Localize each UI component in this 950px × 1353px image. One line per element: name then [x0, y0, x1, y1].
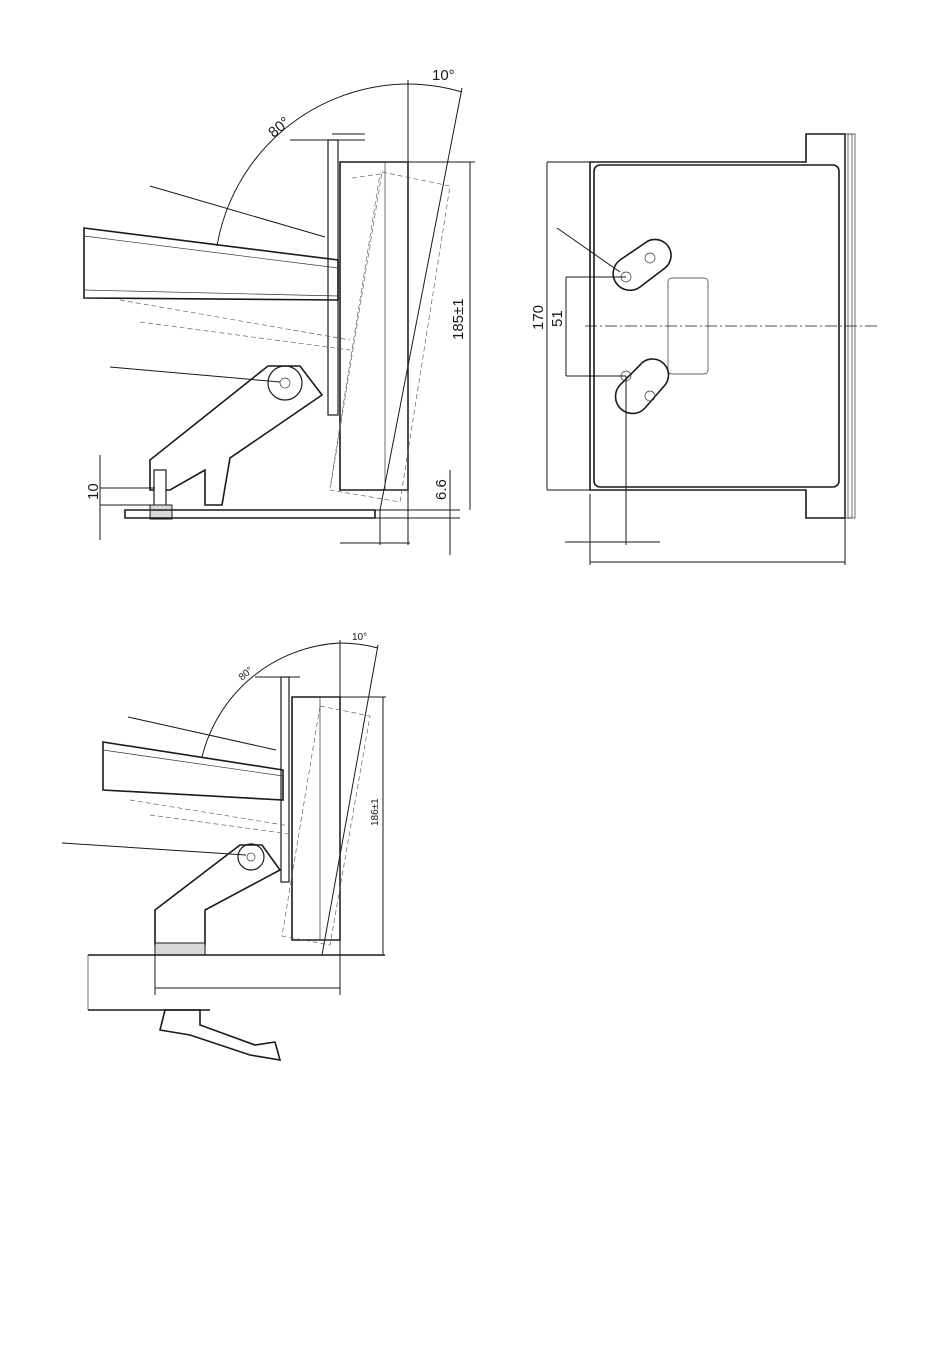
swing-arc — [217, 84, 408, 246]
clamp-lever — [160, 1010, 280, 1060]
clamp-dim-height: 186±1 — [370, 798, 381, 826]
side-view-base: 10° 80° 185±1 6.6 10 — [84, 67, 475, 555]
dim-hole-spacing: 51 — [549, 310, 566, 327]
clamp-swing-arc — [202, 643, 340, 757]
pivot-knob — [268, 366, 302, 400]
dim-height: 185±1 — [450, 298, 467, 340]
mounting-plate — [328, 140, 338, 415]
dim-base-offset: 6.6 — [433, 479, 450, 500]
dim-front-height: 170 — [530, 305, 547, 330]
tilt-arc — [408, 84, 462, 92]
lower-bracket — [616, 359, 669, 413]
dim-tilt-angle: 10° — [432, 67, 455, 84]
display-tilted — [84, 228, 338, 300]
dim-stud-height: 10 — [85, 483, 102, 500]
front-view: 170 51 — [530, 134, 880, 565]
clamp-dim-tilt-angle: 10° — [352, 632, 367, 643]
dim-swing-angle: 80° — [265, 114, 293, 142]
clamp-dim-swing-angle: 80° — [237, 665, 256, 683]
clamp-pivot-knob — [238, 844, 264, 870]
upper-bracket — [613, 239, 671, 290]
side-view-clamp: 10° 80° 186±1 — [62, 632, 386, 1060]
